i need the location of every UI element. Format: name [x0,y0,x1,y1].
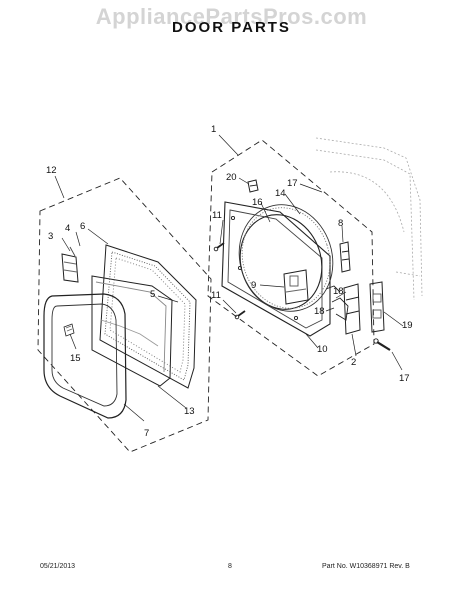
footer-page-number: 8 [228,563,232,570]
callout-15: 15 [70,353,81,364]
callout-9: 9 [251,280,256,291]
callout-11-top: 11 [212,210,222,221]
screw-17-bottom [373,338,391,351]
callout-17-bottom: 17 [399,373,410,384]
callout-8: 8 [338,218,343,229]
callout-17-top: 17 [287,178,298,189]
callout-labels: 12 3 4 6 5 15 13 7 1 20 17 14 16 11 8 9 … [46,124,413,439]
door-frame-plate-10 [221,201,331,337]
callout-14: 14 [275,188,286,199]
callout-19: 19 [402,320,413,331]
watermark: AppliancePartsPros.com [95,4,368,29]
callout-10: 10 [317,344,328,355]
callout-3: 3 [48,231,53,242]
callout-1: 1 [211,124,216,135]
callout-4: 4 [65,223,70,234]
door-clip-20 [247,179,259,193]
callout-7: 7 [144,428,149,439]
dryer-cabinet-outline [315,137,423,301]
callout-11-bottom: 11 [211,290,221,301]
callout-13: 13 [184,406,195,417]
outer-door-frame-7 [43,293,127,419]
inner-door-assembly [207,137,423,377]
callout-18-top: 18 [333,286,344,297]
footer-date: 05/21/2013 [40,563,76,570]
callout-6: 6 [80,221,85,232]
door-hinge-9 [283,269,309,305]
inner-door-group-boundary [207,139,375,377]
door-seal-14 [238,204,334,312]
callout-18-bottom: 18 [314,306,325,317]
outer-door-assembly [37,177,212,453]
door-ring-16 [239,214,323,310]
outer-door-group-boundary [37,177,212,453]
callout-20: 20 [226,172,237,183]
callout-16: 16 [252,197,263,208]
inner-glass-5 [91,275,173,387]
door-latch-15 [63,323,75,337]
door-back-panel-6 [99,244,197,389]
strike-bracket-18 [325,285,349,321]
screws-11 [213,242,246,320]
door-catch-8 [339,241,351,273]
door-seal-inner [241,207,331,309]
door-switch-19 [369,281,385,333]
callout-leader-lines [54,134,404,422]
handle-bracket-3-4 [61,246,79,283]
callout-2: 2 [351,357,356,368]
switch-bracket-2 [343,283,361,335]
page-title: DOOR PARTS [172,19,291,36]
callout-5: 5 [150,289,155,300]
callout-12: 12 [46,165,57,176]
footer-part-number: Part No. W10368971 Rev. B [322,563,410,570]
